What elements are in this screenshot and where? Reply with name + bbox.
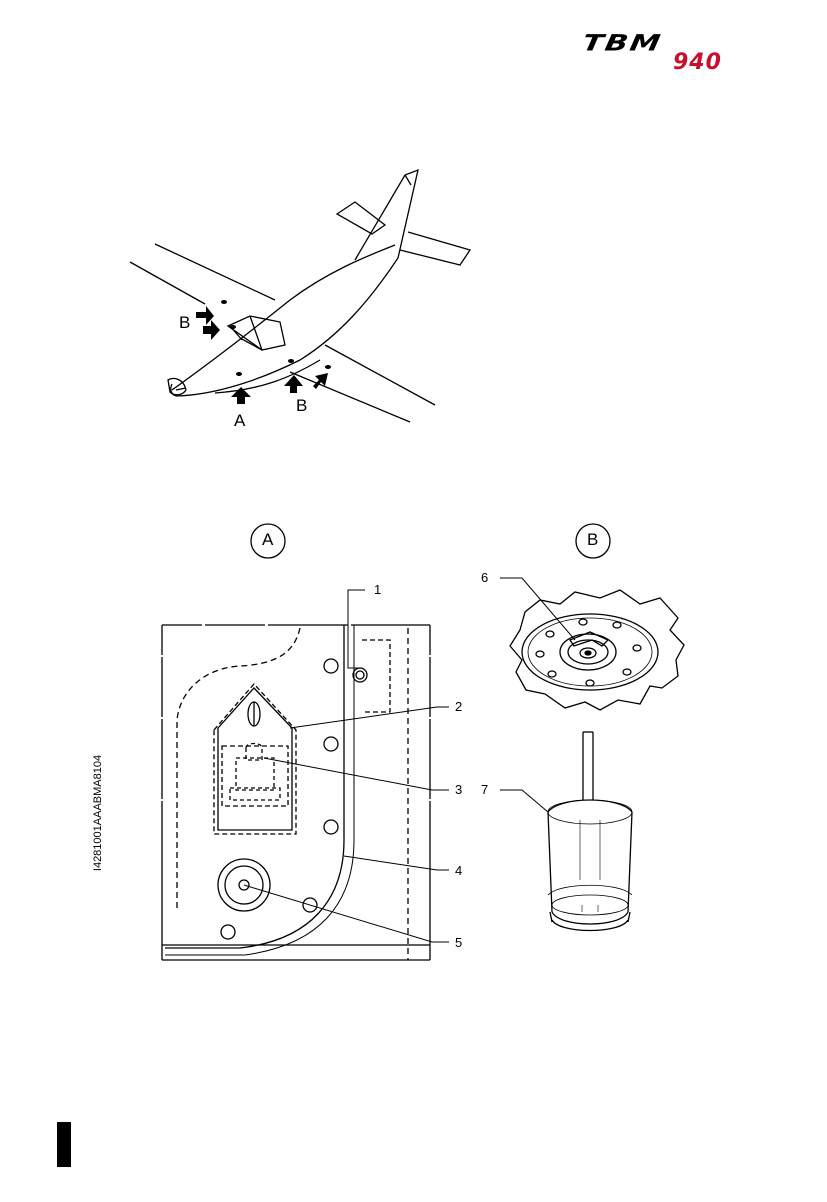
revision-bar <box>57 1122 71 1167</box>
overview-label-b-left: B <box>179 313 190 333</box>
callout-6: 6 <box>481 570 488 585</box>
callout-7: 7 <box>481 782 488 797</box>
overview-label-a: A <box>234 411 245 431</box>
callout-1: 1 <box>374 582 381 597</box>
detail-a-header: A <box>262 530 273 550</box>
figure-code: I4281001AAABMA8104 <box>92 698 104 928</box>
aircraft-overview <box>130 170 470 422</box>
detail-b-header: B <box>587 530 598 550</box>
callout-2: 2 <box>455 699 462 714</box>
overview-label-b-right: B <box>296 396 307 416</box>
callout-5: 5 <box>455 935 462 950</box>
callout-4: 4 <box>455 863 462 878</box>
detail-a-drawing <box>162 590 449 960</box>
detail-b-drawing <box>500 578 684 931</box>
callout-3: 3 <box>455 782 462 797</box>
